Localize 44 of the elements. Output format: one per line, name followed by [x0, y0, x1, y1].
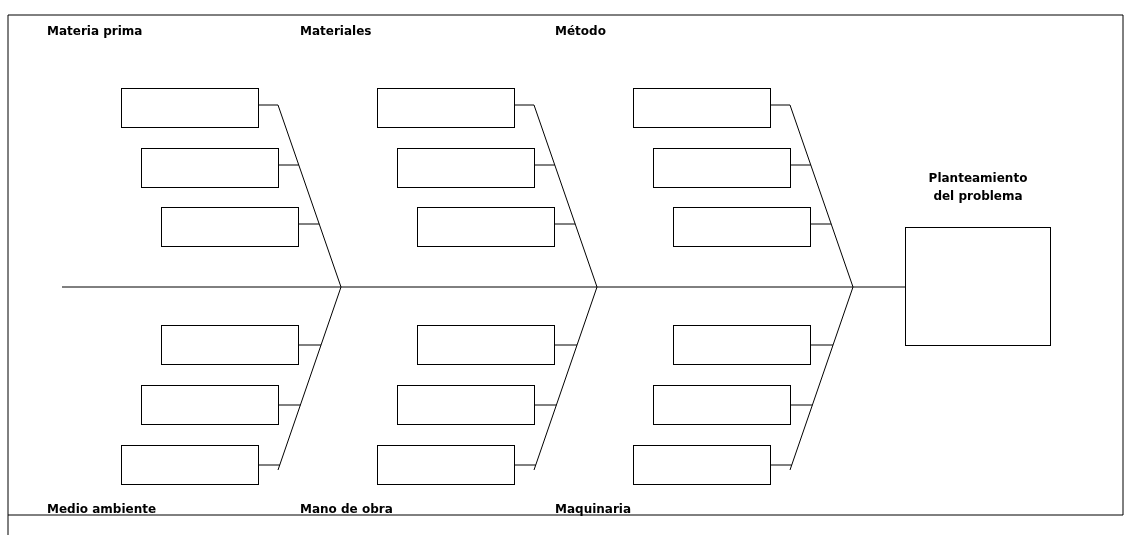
cause-box	[161, 325, 299, 365]
cause-box	[121, 445, 259, 485]
connector-line	[514, 464, 537, 466]
connector-line	[298, 223, 320, 225]
cause-box	[417, 325, 555, 365]
connector-line	[278, 404, 301, 406]
connector-line	[810, 223, 832, 225]
connector-line	[278, 164, 300, 166]
connector-line	[790, 164, 812, 166]
category-label: Maquinaria	[555, 502, 632, 516]
connector-line	[554, 223, 576, 225]
cause-box	[397, 148, 535, 188]
spine-line	[61, 286, 906, 288]
connector-line	[770, 464, 793, 466]
connector-line	[790, 404, 813, 406]
cause-box	[653, 385, 791, 425]
connector-line	[298, 344, 322, 346]
category-label: Mano de obra	[300, 502, 393, 516]
connector-line	[514, 104, 535, 106]
category-label: Método	[555, 24, 606, 38]
cause-box	[377, 445, 515, 485]
cause-box	[417, 207, 555, 247]
cause-box	[397, 385, 535, 425]
connector-line	[534, 164, 556, 166]
cause-box	[377, 88, 515, 128]
category-label: Materia prima	[47, 24, 143, 38]
connector-line	[258, 104, 279, 106]
category-label: Medio ambiente	[47, 502, 157, 516]
cause-box	[633, 445, 771, 485]
cause-box	[141, 385, 279, 425]
cause-box	[121, 88, 259, 128]
category-label: Materiales	[300, 24, 372, 38]
connector-line	[770, 104, 791, 106]
connector-line	[534, 404, 557, 406]
connector-line	[258, 464, 281, 466]
connector-line	[554, 344, 578, 346]
cause-box	[141, 148, 279, 188]
problem-heading: Planteamiento del problema	[928, 171, 1028, 203]
cause-box	[633, 88, 771, 128]
cause-box	[161, 207, 299, 247]
cause-box	[673, 207, 811, 247]
cause-box	[673, 325, 811, 365]
cause-box	[653, 148, 791, 188]
connector-line	[810, 344, 834, 346]
